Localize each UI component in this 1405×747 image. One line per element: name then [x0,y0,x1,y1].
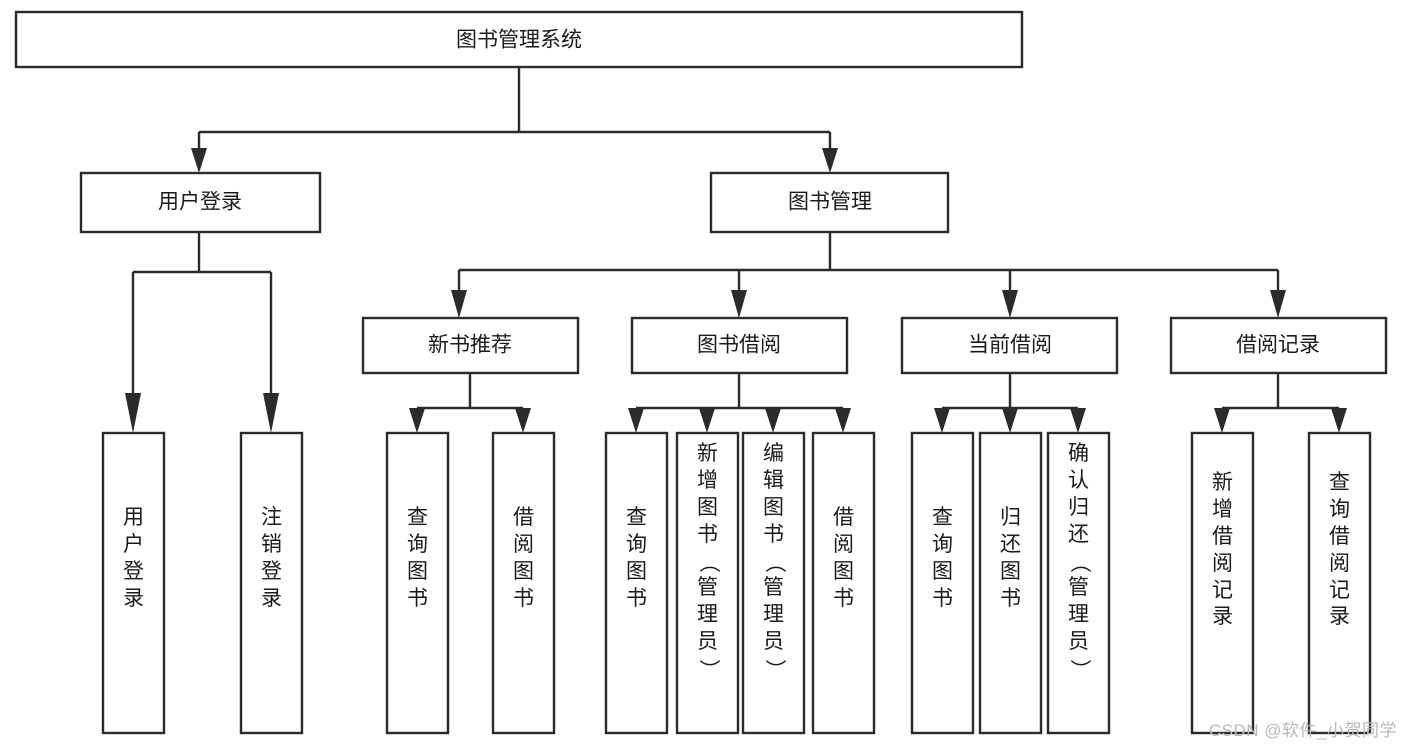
arrow-head-new-book-recommend [451,290,467,318]
arrow-head-leaf-borrow-book-2 [835,408,851,433]
arrow-head-borrow-record [1270,290,1286,318]
node-new-book-recommend-box[interactable] [361,316,580,375]
leaf-box-return-book[interactable] [978,431,1043,735]
node-borrow-record-label: 借阅记录 [1236,334,1320,357]
node-root[interactable]: 图书管理系统 [14,10,1024,69]
leaf-box-confirm-return[interactable] [1046,431,1111,735]
node-book-management[interactable]: 图书管理 [709,171,950,234]
arrow-head-leaf-query-book-2 [628,408,644,433]
arrow-head-leaf-return-book [1002,408,1018,433]
arrow-head-current-borrow [1002,290,1018,318]
arrow-head-leaf-edit-book [765,408,781,433]
leaf-boxes-layer [101,431,1372,735]
node-root-label: 图书管理系统 [456,29,582,52]
node-current-borrow-box[interactable] [900,316,1119,375]
leaf-box-borrow-book-1[interactable] [491,431,556,735]
node-user-login[interactable]: 用户登录 [79,171,322,234]
arrow-head-leaf-query-book-3 [934,408,950,433]
node-borrow-record[interactable]: 借阅记录 [1169,316,1388,375]
arrow-head-leaf-add-record [1214,408,1230,433]
node-book-management-label: 图书管理 [788,191,872,214]
leaf-box-edit-book[interactable] [741,431,806,735]
connector-layer [125,67,1347,433]
arrow-head-book-management [822,148,838,173]
watermark-text: CSDN @软件_小贺同学 [1208,721,1397,740]
node-current-borrow-label: 当前借阅 [968,334,1052,357]
node-current-borrow[interactable]: 当前借阅 [900,316,1119,375]
leaf-box-user-login[interactable] [101,431,166,735]
arrow-head-leaf-confirm-return [1070,408,1086,433]
leaf-box-query-record[interactable] [1307,431,1372,735]
node-book-management-box[interactable] [709,171,950,234]
leaf-box-add-record[interactable] [1190,431,1255,735]
arrow-head-book-borrow [731,290,747,318]
arrow-head-user-login [191,148,207,173]
leaf-box-query-book-1[interactable] [385,431,450,735]
node-new-book-recommend-label: 新书推荐 [428,334,512,357]
node-book-borrow-label: 图书借阅 [697,334,781,357]
leaf-box-user-logout[interactable] [239,431,304,735]
node-borrow-record-box[interactable] [1169,316,1388,375]
node-user-login-label: 用户登录 [158,191,242,214]
arrow-head-leaf-query-record [1331,408,1347,433]
node-book-borrow-box[interactable] [630,316,849,375]
node-user-login-box[interactable] [79,171,322,234]
arrow-head-leaf-add-book [699,408,715,433]
leaf-box-query-book-3[interactable] [910,431,975,735]
arrow-head-leaf-borrow-book-1 [515,408,531,433]
leaf-box-add-book[interactable] [675,431,740,735]
arrow-head-leaf-query-book-1 [409,408,425,433]
node-root-box[interactable] [14,10,1024,69]
leaf-box-query-book-2[interactable] [604,431,669,735]
arrow-head-leaf-user-login [125,393,141,433]
arrow-head-leaf-user-logout [263,393,279,433]
leaf-box-borrow-book-2[interactable] [811,431,876,735]
node-book-borrow[interactable]: 图书借阅 [630,316,849,375]
node-new-book-recommend[interactable]: 新书推荐 [361,316,580,375]
